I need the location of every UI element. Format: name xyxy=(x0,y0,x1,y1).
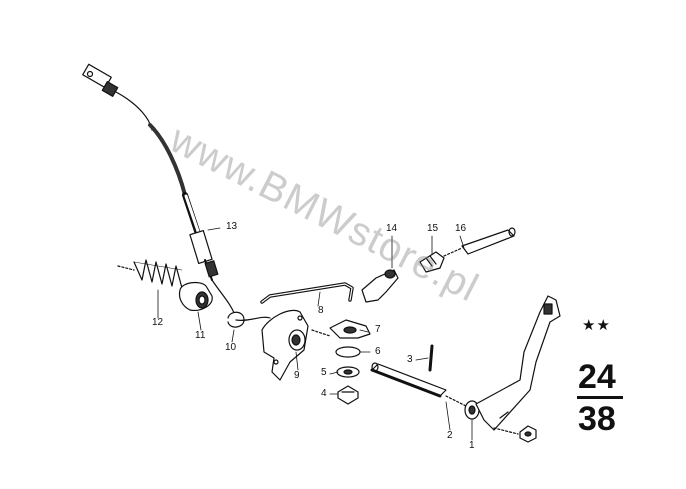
part-label-3: 3 xyxy=(407,354,413,365)
clamp-15 xyxy=(419,251,445,273)
bushing-1 xyxy=(464,400,480,420)
group-main-number: 24 xyxy=(578,358,616,396)
cable-end-fitting xyxy=(82,63,119,97)
part-label-11: 11 xyxy=(195,330,206,341)
spring-12 xyxy=(117,259,183,289)
part-label-16: 16 xyxy=(455,223,467,234)
part-label-12: 12 xyxy=(152,317,164,328)
part-label-13: 13 xyxy=(226,221,238,232)
part-label-10: 10 xyxy=(225,342,237,353)
shaft-2 xyxy=(370,362,447,398)
group-sub-number: 38 xyxy=(578,400,616,438)
nut-4 xyxy=(337,385,359,405)
part-label-1: 1 xyxy=(469,440,475,451)
part-label-9: 9 xyxy=(294,370,300,381)
pin-3 xyxy=(428,344,434,372)
ring-6 xyxy=(335,346,361,358)
throttle-cable xyxy=(115,91,153,131)
part-label-7: 7 xyxy=(375,324,381,335)
bracket xyxy=(475,295,561,431)
group-divider xyxy=(577,396,623,399)
clip-14 xyxy=(361,269,399,303)
rod-16 xyxy=(443,227,516,257)
part-label-5: 5 xyxy=(321,367,327,378)
washer-7 xyxy=(329,319,371,339)
washer-5 xyxy=(336,366,360,378)
rod-8 xyxy=(260,282,354,304)
nut-right xyxy=(519,425,537,443)
part-label-4: 4 xyxy=(321,388,327,399)
part-label-14: 14 xyxy=(386,223,398,234)
part-label-6: 6 xyxy=(375,346,381,357)
part-label-8: 8 xyxy=(318,305,324,316)
bushing-11 xyxy=(178,281,213,311)
part-label-15: 15 xyxy=(427,223,439,234)
lever-9 xyxy=(261,309,309,381)
part-label-2: 2 xyxy=(447,430,453,441)
group-stars: ★★ xyxy=(582,316,611,334)
